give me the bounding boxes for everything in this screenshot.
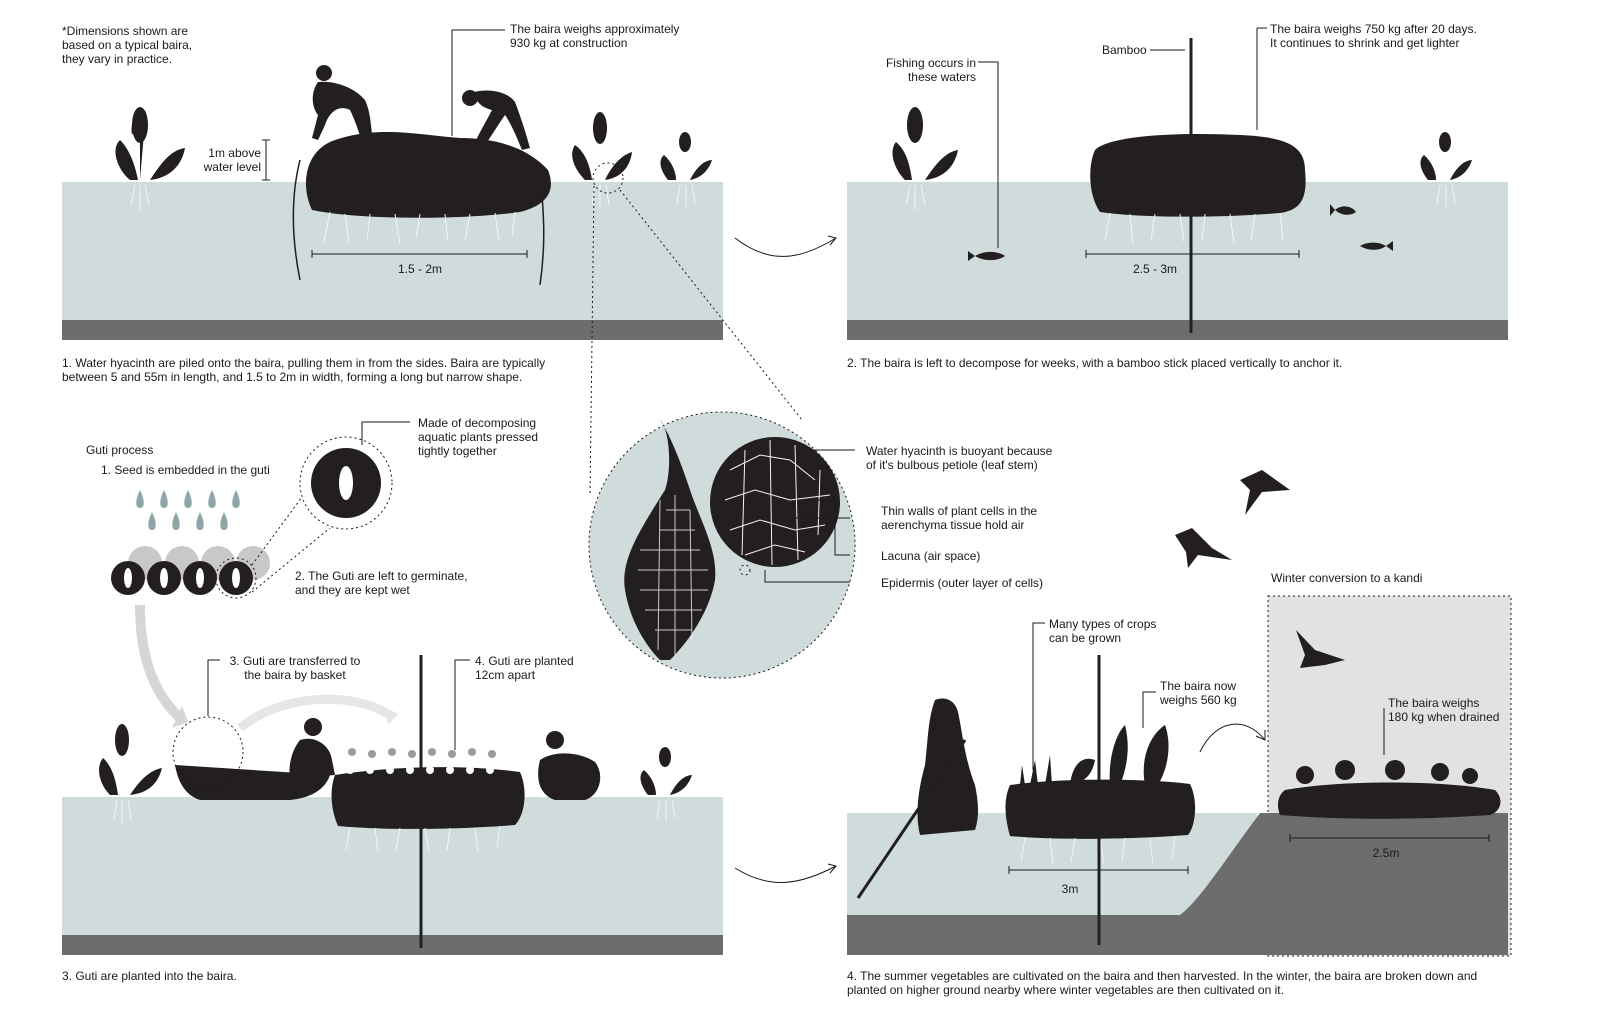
width-label-2: 2.5 - 3m	[1132, 262, 1177, 276]
step-4-label: 4. Guti are planted 12cm apart	[475, 654, 574, 682]
hyacinth-plant-1c	[660, 132, 712, 207]
lacuna-label: Lacuna (air space)	[881, 549, 981, 563]
caption-3: 3. Guti are planted into the baira.	[62, 969, 237, 983]
weight-label-1: The baira weighs approximately 930 kg at…	[510, 22, 680, 50]
worker-right-silhouette	[462, 90, 530, 150]
width-label-4: 3m	[1061, 882, 1079, 896]
ground-4	[847, 813, 1508, 955]
arrow-1-to-2	[734, 237, 837, 257]
hyacinth-magnifier	[588, 411, 856, 679]
hyacinth-plant-1b	[572, 112, 632, 210]
baira-roots-4	[1020, 835, 1176, 865]
width-label-1: 1.5 - 2m	[397, 262, 442, 276]
guti-title: Guti process	[86, 443, 154, 457]
baira-roots-2	[1104, 212, 1284, 245]
hyacinth-plant-3a	[99, 724, 162, 825]
crops-label: Many types of crops can be grown	[1049, 617, 1157, 645]
caption-4: 4. The summer vegetables are cultivated …	[847, 969, 1478, 997]
birds	[1175, 470, 1345, 668]
guti-step-1: 1. Seed is embedded in the guti	[101, 463, 270, 477]
buoyant-label: Water hyacinth is buoyant because of it'…	[866, 444, 1053, 472]
crops	[1020, 725, 1169, 785]
petiole-bulb	[624, 420, 716, 660]
baira-pile-2	[1090, 133, 1306, 217]
ground-1	[62, 320, 723, 340]
arrow-3-to-4	[734, 865, 837, 883]
weight-now-label: The baira now weighs 560 kg	[1160, 679, 1237, 707]
leader-weight-1	[451, 29, 505, 136]
thin-walls-label: Thin walls of plant cells in the aerench…	[881, 504, 1038, 532]
height-dimension-1	[262, 139, 270, 181]
width-dimension-winter	[1289, 834, 1490, 842]
baira-roots-3	[345, 825, 501, 853]
planter-silhouette-left	[289, 718, 335, 778]
fishing-label: Fishing occurs in these waters	[885, 56, 976, 84]
guti-process	[111, 421, 410, 732]
guti-made-of: Made of decomposing aquatic plants press…	[418, 416, 539, 458]
bamboo-label: Bamboo	[1102, 43, 1147, 57]
width-dimension-2	[1085, 250, 1300, 258]
winter-baira	[1277, 782, 1501, 819]
dimensions-note: *Dimensions shown are based on a typical…	[62, 24, 193, 66]
height-label-1: 1m above water level	[203, 146, 261, 174]
petiole-cross-section	[710, 437, 840, 567]
baira-pile-3	[331, 767, 525, 829]
panel-1-scene	[62, 29, 803, 496]
step-3-label: 3. Guti are transferred to the baira by …	[229, 654, 361, 682]
hyacinth-plant-3b	[640, 747, 692, 822]
caption-1: 1. Water hyacinth are piled onto the bai…	[62, 356, 546, 384]
guti-step-2: 2. The Guti are left to germinate, and t…	[295, 569, 468, 597]
ground-2	[847, 320, 1508, 340]
worker-left-silhouette	[312, 65, 375, 152]
panel-3-scene	[62, 655, 723, 955]
fish-group	[968, 204, 1393, 261]
width-dimension-1	[311, 250, 528, 258]
winter-title: Winter conversion to a kandi	[1271, 571, 1423, 585]
hyacinth-plant-2b	[1420, 132, 1472, 207]
baira-roots-1	[323, 211, 516, 245]
epidermis-label: Epidermis (outer layer of cells)	[881, 576, 1044, 590]
planter-silhouette-right	[538, 731, 601, 800]
caption-2: 2. The baira is left to decompose for we…	[847, 356, 1343, 370]
panel-4-scene	[847, 470, 1512, 957]
width-dimension-4	[1008, 866, 1189, 874]
hyacinth-plant-2a	[892, 107, 958, 210]
weight-drained-label: The baira weighs 180 kg when drained	[1388, 696, 1500, 724]
width-label-winter: 2.5m	[1372, 846, 1400, 860]
baira-pile-1	[305, 131, 551, 218]
weight-label-2: The baira weighs 750 kg after 20 days. I…	[1270, 22, 1477, 50]
hyacinth-plant-1a	[115, 107, 185, 210]
panel-2-scene	[847, 27, 1508, 340]
ground-3	[62, 935, 723, 955]
